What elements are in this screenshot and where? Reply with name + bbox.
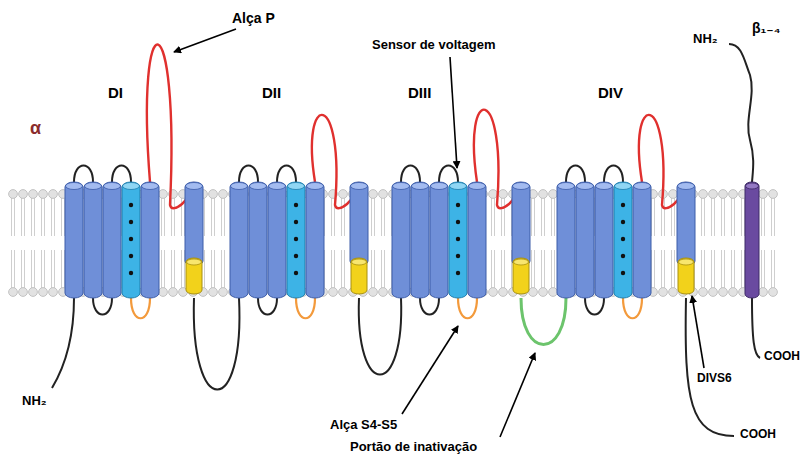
beta-helix	[745, 182, 759, 298]
callout-label: Alça P	[232, 10, 275, 26]
s1-helix	[557, 182, 575, 298]
charge-dots	[129, 203, 625, 275]
domain-label: DIII	[408, 84, 431, 101]
domain-label: DI	[108, 84, 123, 101]
s4-helix	[287, 182, 305, 298]
callout-label: DIVS6	[697, 372, 732, 386]
callout-label: Portão de inativação	[350, 440, 477, 455]
callout-label: Alça S4-S5	[330, 418, 397, 433]
s6-helix	[350, 182, 368, 294]
beta-c-terminus	[752, 298, 760, 358]
loop	[112, 166, 131, 183]
terminus-label: NH₂	[22, 394, 47, 409]
leader-arrow	[450, 57, 457, 168]
loop	[401, 166, 420, 183]
s2-helix	[249, 182, 267, 298]
subunit-label: α	[30, 118, 41, 139]
s2-helix	[411, 182, 429, 298]
charge-dot	[621, 203, 625, 207]
c-terminus	[686, 298, 734, 436]
s4-helix	[122, 182, 140, 298]
s5-helix	[468, 182, 486, 298]
charge-dot	[621, 271, 625, 275]
inactivation-gate	[521, 298, 566, 345]
charge-dot	[621, 220, 625, 224]
leader-arrow	[500, 353, 535, 437]
loop	[439, 166, 458, 183]
s2-helix	[576, 182, 594, 298]
charge-dot	[294, 220, 298, 224]
helices	[65, 182, 759, 298]
leader-arrows	[174, 29, 704, 437]
charge-dot	[456, 237, 460, 241]
charge-dot	[456, 203, 460, 207]
domain-label: DIV	[598, 84, 623, 101]
linkers	[52, 44, 760, 436]
charge-dot	[294, 254, 298, 258]
s6-helix	[677, 182, 695, 294]
loop	[258, 298, 277, 315]
terminus-label: COOH	[764, 350, 800, 364]
loop	[74, 166, 93, 183]
extracellular-loops	[74, 166, 623, 183]
s4-s5-loop	[131, 298, 150, 318]
charge-dot	[129, 237, 133, 241]
charge-dot	[456, 271, 460, 275]
s1-helix	[230, 182, 248, 298]
di-dii-linker	[194, 298, 240, 390]
n-terminus	[52, 298, 74, 388]
s5-helix	[141, 182, 159, 298]
s6-helix	[512, 182, 530, 294]
callout-label: Sensor de voltagem	[372, 38, 496, 53]
s5-helix	[633, 182, 651, 298]
charge-dot	[621, 254, 625, 258]
leader-arrow	[692, 296, 704, 368]
terminus-label: COOH	[740, 428, 776, 442]
charge-dot	[129, 220, 133, 224]
loop	[566, 166, 585, 183]
terminus-label: NH₂	[693, 32, 718, 47]
s3-helix	[268, 182, 286, 298]
loop	[277, 166, 296, 183]
beta-helix-cap	[746, 183, 759, 189]
subunit-label: β₁₋₄	[752, 20, 780, 36]
charge-dot	[294, 237, 298, 241]
leader-arrow	[174, 29, 236, 52]
charge-dot	[456, 220, 460, 224]
s1-helix	[392, 182, 410, 298]
beta-n-terminus	[729, 44, 753, 182]
intracellular-loops	[93, 298, 604, 315]
loop	[93, 298, 112, 315]
dii-diii-linker	[359, 298, 401, 375]
loop	[239, 166, 258, 183]
s3-helix	[430, 182, 448, 298]
domain-label: DII	[262, 84, 281, 101]
s3-helix	[103, 182, 121, 298]
charge-dot	[129, 271, 133, 275]
s4-s5-loop	[458, 298, 477, 318]
s4-helix	[614, 182, 632, 298]
s1-helix	[65, 182, 83, 298]
charge-dot	[621, 237, 625, 241]
loop	[420, 298, 439, 315]
s3-helix	[595, 182, 613, 298]
s5-helix	[306, 182, 324, 298]
charge-dot	[294, 271, 298, 275]
s2-helix	[84, 182, 102, 298]
charge-dot	[129, 254, 133, 258]
loop	[585, 298, 604, 315]
charge-dot	[456, 254, 460, 258]
charge-dot	[129, 203, 133, 207]
s4-s5-loop	[296, 298, 315, 318]
s4-s5-loop	[623, 298, 642, 318]
loop	[604, 166, 623, 183]
charge-dot	[294, 203, 298, 207]
leader-arrow	[402, 326, 458, 414]
s6-helix	[185, 182, 203, 294]
s4-helix	[449, 182, 467, 298]
